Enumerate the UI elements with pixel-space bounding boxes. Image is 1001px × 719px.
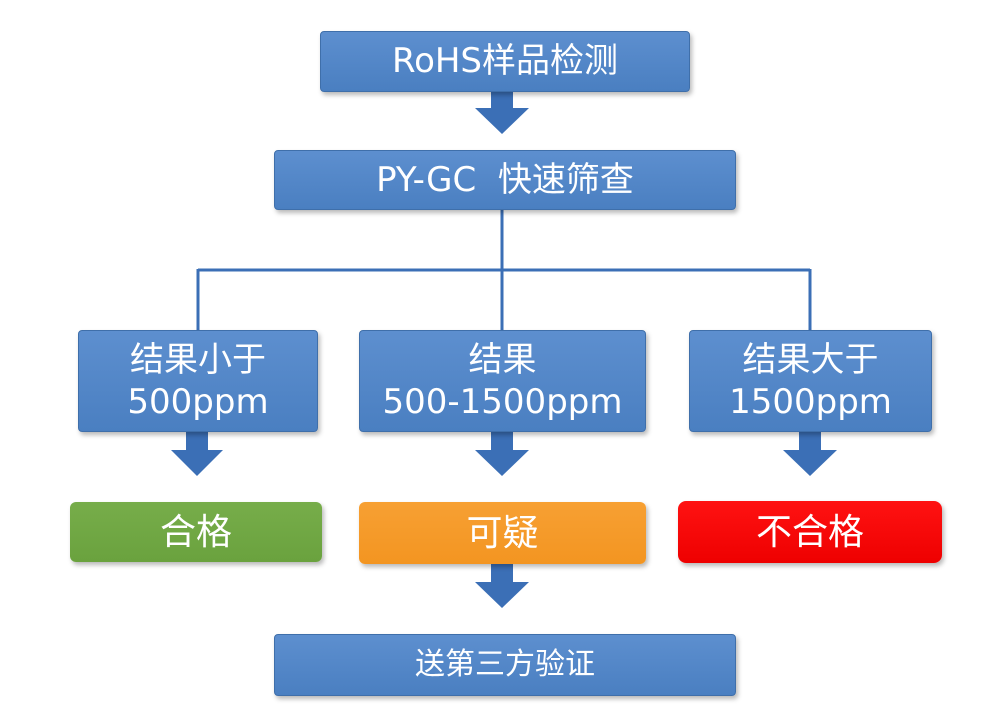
arrow-low-to-pass	[171, 432, 223, 476]
start-node: RoHS样品检测	[320, 31, 690, 92]
branch-mid-line2: 500-1500ppm	[382, 382, 623, 422]
branch-high-node: 结果大于 1500ppm	[689, 330, 932, 432]
branch-high-line1: 结果大于	[742, 339, 879, 380]
branch-connector-lines	[196, 210, 812, 330]
arrow-high-to-fail	[783, 432, 837, 476]
result-fail-label: 不合格	[755, 511, 864, 553]
arrow-mid-to-doubt	[475, 432, 529, 476]
result-doubt-label: 可疑	[466, 512, 539, 554]
branch-low-line1: 结果小于	[130, 339, 266, 380]
result-doubt-node: 可疑	[359, 502, 646, 564]
start-node-label: RoHS样品检测	[391, 41, 619, 82]
result-pass-label: 合格	[159, 511, 232, 553]
screening-node-label: PY-GC 快速筛查	[376, 159, 634, 200]
branch-high-line2: 1500ppm	[729, 382, 892, 422]
branch-low-line2: 500ppm	[127, 382, 269, 422]
arrow-doubt-to-verify	[475, 564, 529, 608]
verify-node: 送第三方验证	[274, 634, 736, 696]
arrow-start-to-screening	[475, 92, 529, 134]
branch-mid-line1: 结果	[468, 339, 537, 380]
screening-node: PY-GC 快速筛查	[274, 150, 736, 210]
result-pass-node: 合格	[70, 502, 322, 562]
result-fail-node: 不合格	[678, 501, 942, 563]
branch-mid-node: 结果 500-1500ppm	[359, 330, 646, 432]
verify-node-label: 送第三方验证	[415, 647, 595, 683]
branch-low-node: 结果小于 500ppm	[78, 330, 318, 432]
